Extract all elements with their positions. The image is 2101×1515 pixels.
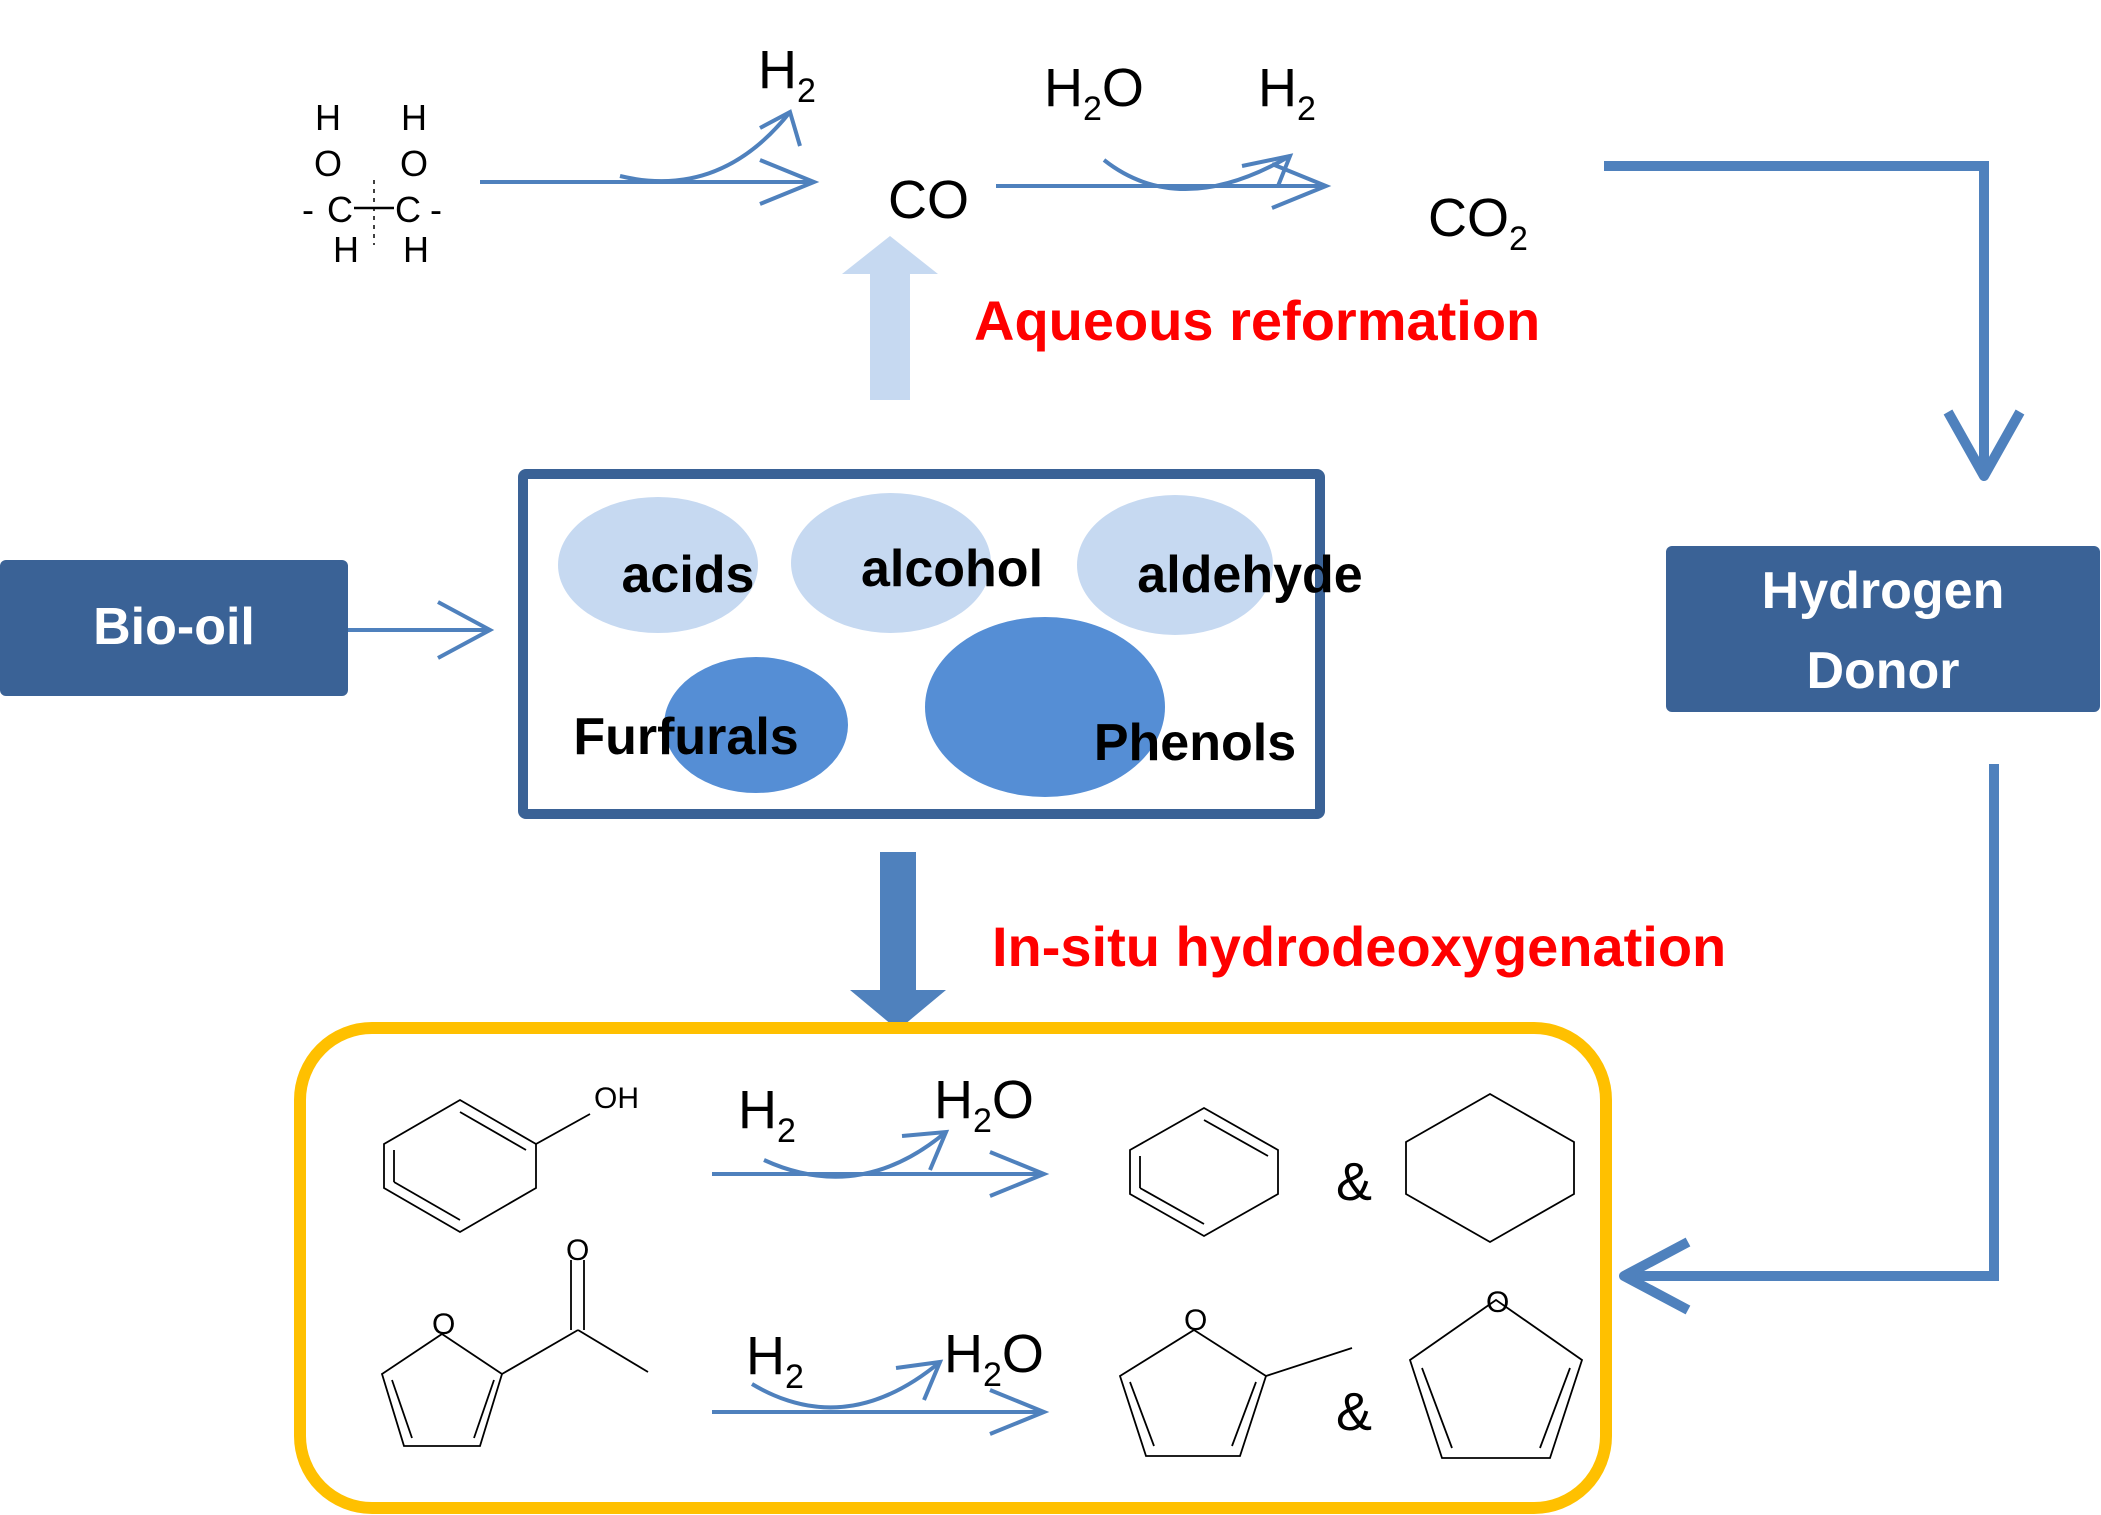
loop-connector-top xyxy=(1604,161,1989,472)
aqueous-reformation-label: Aqueous reformation xyxy=(974,289,1540,352)
alcohol-label: alcohol xyxy=(861,540,1043,598)
furan-ring-o: O xyxy=(1486,1286,1509,1319)
hdo-h2-input-2: H2 xyxy=(746,1326,804,1396)
phenol-structure xyxy=(383,1098,591,1234)
bio-oil-box xyxy=(0,560,348,696)
acetylfuran-ring-o: O xyxy=(432,1308,455,1341)
sugar-o-left: O xyxy=(314,143,342,184)
bio-oil-label: Bio-oil xyxy=(93,598,255,656)
hydrodeoxygenation-arrow xyxy=(850,852,946,1030)
loop-arrowhead-down xyxy=(1943,409,2025,481)
furfurals-ellipse xyxy=(664,657,848,793)
hdo-products-box xyxy=(294,1022,1612,1514)
sugar-unit-structure: H H O O - C C - H H xyxy=(302,97,442,270)
aldehyde-ellipse xyxy=(1077,495,1273,635)
methylfuran-ring-o: O xyxy=(1184,1304,1207,1337)
hdo-arrow-1 xyxy=(712,1129,1050,1198)
reformation-arrow-2 xyxy=(996,153,1332,210)
alcohol-ellipse xyxy=(791,493,991,633)
methylfuran-structure xyxy=(1118,1328,1353,1457)
phenols-ellipse xyxy=(925,617,1165,797)
hdo-h2o-output-2: H2O xyxy=(944,1324,1044,1394)
reformation-arrow-1 xyxy=(480,109,820,206)
hdo-arrow-2 xyxy=(712,1359,1050,1436)
hdo-h2-input-1: H2 xyxy=(738,1080,796,1150)
sugar-dash-right: - xyxy=(430,189,442,230)
ampersand-1: & xyxy=(1336,1152,1372,1212)
cyclohexane-structure xyxy=(1405,1092,1575,1244)
hdo-h2o-output-1: H2O xyxy=(934,1070,1034,1140)
in-situ-hdo-label: In-situ hydrodeoxygenation xyxy=(992,915,1726,978)
hydrogen-donor-box xyxy=(1666,546,2100,712)
furfurals-label: Furfurals xyxy=(573,708,798,766)
sugar-h-bottom-left: H xyxy=(333,229,359,270)
aldehyde-label: aldehyde xyxy=(1137,546,1362,604)
acids-ellipse xyxy=(558,497,758,633)
sugar-h-bottom-right: H xyxy=(403,229,429,270)
loop-connector-bottom xyxy=(1632,764,1999,1281)
co-label: CO xyxy=(888,170,969,230)
benzene-structure xyxy=(1129,1106,1279,1238)
bio-oil-arrow xyxy=(348,600,495,660)
ampersand-2: & xyxy=(1336,1382,1372,1442)
furan-structure xyxy=(1408,1298,1584,1459)
h2-output-top: H2 xyxy=(1258,58,1316,128)
acetylfuran-carbonyl-o: O xyxy=(566,1234,589,1267)
acetylfuran-structure xyxy=(380,1260,649,1447)
phenols-label: Phenols xyxy=(1094,714,1296,772)
phenol-oh-label: OH xyxy=(594,1082,639,1115)
sugar-h-top-right: H xyxy=(401,97,427,138)
hydrogen-donor-line1: Hydrogen xyxy=(1762,562,2005,620)
hydrogen-donor-line2: Donor xyxy=(1806,642,1959,700)
h2o-input-top: H2O xyxy=(1044,58,1144,128)
sugar-dash-left: - xyxy=(302,189,314,230)
sugar-c-left: C xyxy=(327,189,353,230)
sugar-o-right: O xyxy=(400,143,428,184)
loop-arrowhead-left xyxy=(1619,1237,1691,1315)
sugar-h-top-left: H xyxy=(315,97,341,138)
h2-release-top: H2 xyxy=(758,40,816,110)
aqueous-reformation-arrow xyxy=(842,236,938,400)
co2-label: CO2 xyxy=(1428,188,1528,258)
sugar-c-right: C xyxy=(395,189,421,230)
acids-label: acids xyxy=(622,546,755,604)
